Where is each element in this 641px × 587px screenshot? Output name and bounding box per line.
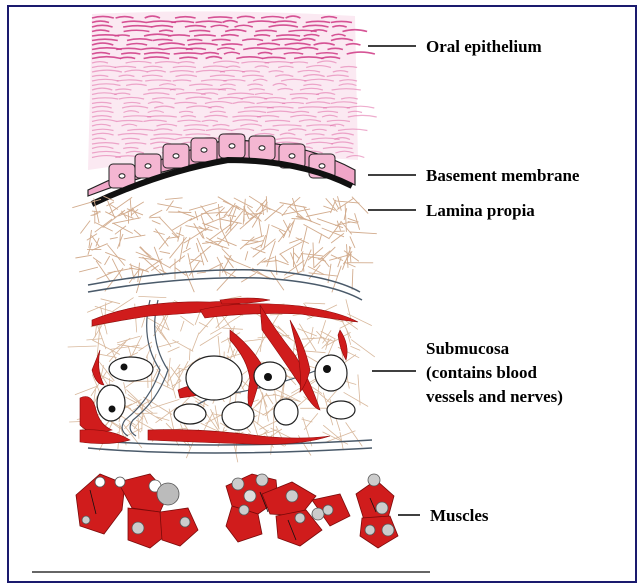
label-muscles: Muscles bbox=[430, 506, 489, 525]
label-oral-epithelium: Oral epithelium bbox=[426, 37, 542, 56]
label-basement-membrane: Basement membrane bbox=[426, 166, 580, 185]
label-submucosa-detail-2: vessels and nerves) bbox=[426, 387, 563, 406]
label-submucosa-detail-1: (contains blood bbox=[426, 363, 538, 382]
label-lamina-propia: Lamina propia bbox=[426, 201, 535, 220]
label-submucosa: Submucosa bbox=[426, 339, 510, 358]
